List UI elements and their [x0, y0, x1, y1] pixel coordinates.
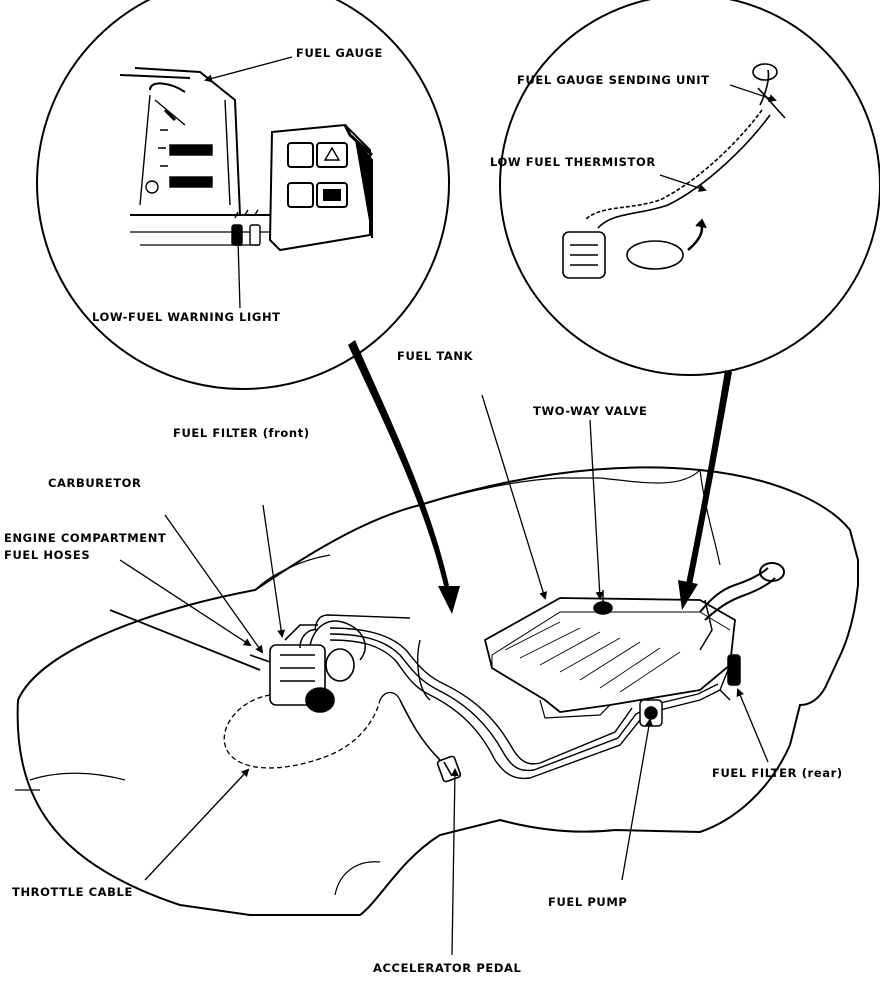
- car-body-outline: [15, 466, 859, 916]
- fuel-gauge-dial: [145, 99, 213, 194]
- label-two-way-valve: TWO-WAY VALVE: [533, 404, 648, 418]
- sending-unit-inset: [499, 0, 880, 376]
- label-fuel-pump: FUEL PUMP: [548, 895, 628, 909]
- label-fuel-gauge-sending-unit: FUEL GAUGE SENDING UNIT: [517, 73, 710, 87]
- label-fuel-filter-rear: FUEL FILTER (rear): [712, 766, 843, 780]
- label-carburetor: CARBURETOR: [48, 476, 142, 490]
- fuel-pump: [639, 699, 663, 727]
- leader-lines: [119, 56, 777, 956]
- connector-arrows: [348, 340, 732, 614]
- fuel-lines: [314, 614, 731, 780]
- switch-panel: [268, 123, 374, 252]
- label-fuel-gauge: FUEL GAUGE: [296, 46, 383, 60]
- label-low-fuel-warning-light: LOW-FUEL WARNING LIGHT: [92, 310, 281, 324]
- dashboard-inset: [36, 0, 450, 390]
- rear-fuel-filter: [719, 654, 741, 701]
- label-fuel-hoses: FUEL HOSES: [4, 548, 91, 562]
- label-fuel-filter-front: FUEL FILTER (front): [173, 426, 310, 440]
- filler-neck: [699, 562, 785, 651]
- accelerator-pedal: [399, 699, 462, 783]
- label-throttle-cable: THROTTLE CABLE: [12, 885, 133, 899]
- engine-compartment-fuel-hoses: [299, 620, 366, 661]
- throttle-cable: [109, 609, 401, 769]
- fuel-tank: [483, 597, 736, 719]
- label-engine-compartment: ENGINE COMPARTMENT: [4, 531, 167, 545]
- label-low-fuel-thermistor: LOW FUEL THERMISTOR: [490, 155, 656, 169]
- carburetor: [249, 624, 355, 713]
- label-fuel-tank: FUEL TANK: [397, 349, 474, 363]
- label-accelerator-pedal: ACCELERATOR PEDAL: [373, 961, 522, 975]
